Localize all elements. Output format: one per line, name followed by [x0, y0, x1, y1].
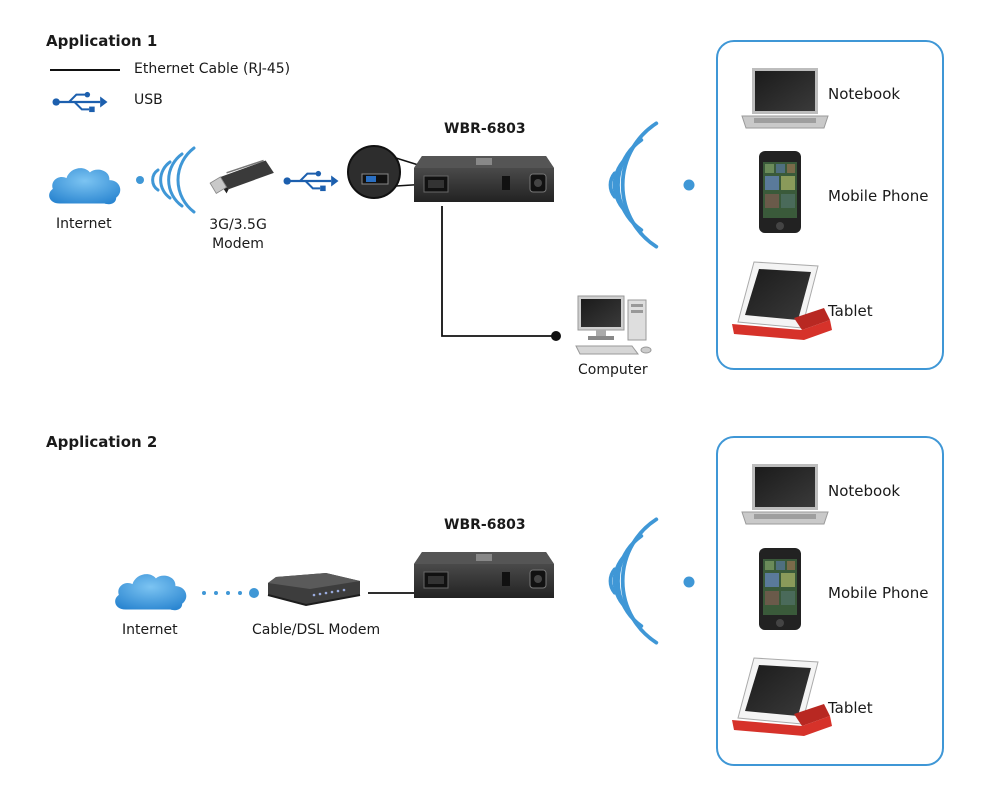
computer-icon	[575, 295, 652, 355]
tablet-icon-2	[732, 657, 832, 737]
usb-connection-icon	[282, 170, 340, 192]
modem-3g-label-line2: Modem	[212, 236, 264, 252]
tablet-label-2: Tablet	[828, 699, 873, 717]
mobile-phone-icon-2	[759, 548, 801, 630]
mobile-phone-label-2: Mobile Phone	[828, 584, 929, 602]
ethernet-cable-legend-line	[50, 69, 120, 71]
legend-ethernet-label: Ethernet Cable (RJ-45)	[134, 61, 291, 77]
internet-cloud-icon-2	[115, 574, 187, 611]
cable-dsl-modem-label: Cable/DSL Modem	[252, 622, 381, 638]
tablet-label: Tablet	[828, 302, 873, 320]
client-devices-panel-2	[716, 436, 944, 766]
wireless-signal-icon	[136, 146, 196, 214]
modem-3g-label-line1: 3G/3.5G	[209, 217, 267, 233]
router-device-2	[414, 551, 554, 599]
legend-usb-label: USB	[134, 92, 163, 108]
router-wireless-waves-2	[578, 506, 678, 656]
usb-port-zoom-icon	[347, 145, 429, 199]
usb-modem-icon	[209, 159, 275, 195]
internet-label: Internet	[56, 216, 112, 232]
ethernet-cable-line-1	[441, 206, 561, 341]
wireless-dot-2	[683, 576, 695, 588]
usb-legend-icon	[52, 91, 108, 113]
router-title-2: WBR-6803	[444, 517, 526, 533]
router-device-1	[414, 155, 554, 203]
modem-3g-label: 3G/3.5G Modem	[198, 216, 278, 254]
client-devices-panel-1	[716, 40, 944, 370]
router-title-1: WBR-6803	[444, 121, 526, 137]
mobile-phone-label: Mobile Phone	[828, 187, 929, 205]
internet-label-2: Internet	[122, 622, 178, 638]
notebook-label-2: Notebook	[828, 482, 901, 500]
dotted-connection-line	[202, 588, 259, 598]
tablet-icon	[732, 261, 832, 341]
computer-label: Computer	[578, 362, 648, 378]
mobile-phone-icon	[759, 151, 801, 233]
internet-cloud-icon	[49, 168, 121, 205]
app1-title: Application 1	[46, 32, 158, 50]
notebook-label: Notebook	[828, 85, 901, 103]
cable-dsl-modem-icon	[266, 571, 362, 607]
router-wireless-waves-1	[578, 110, 678, 260]
notebook-icon	[741, 67, 829, 129]
wireless-dot-1	[683, 179, 695, 191]
notebook-icon-2	[741, 463, 829, 525]
app2-title: Application 2	[46, 433, 158, 451]
